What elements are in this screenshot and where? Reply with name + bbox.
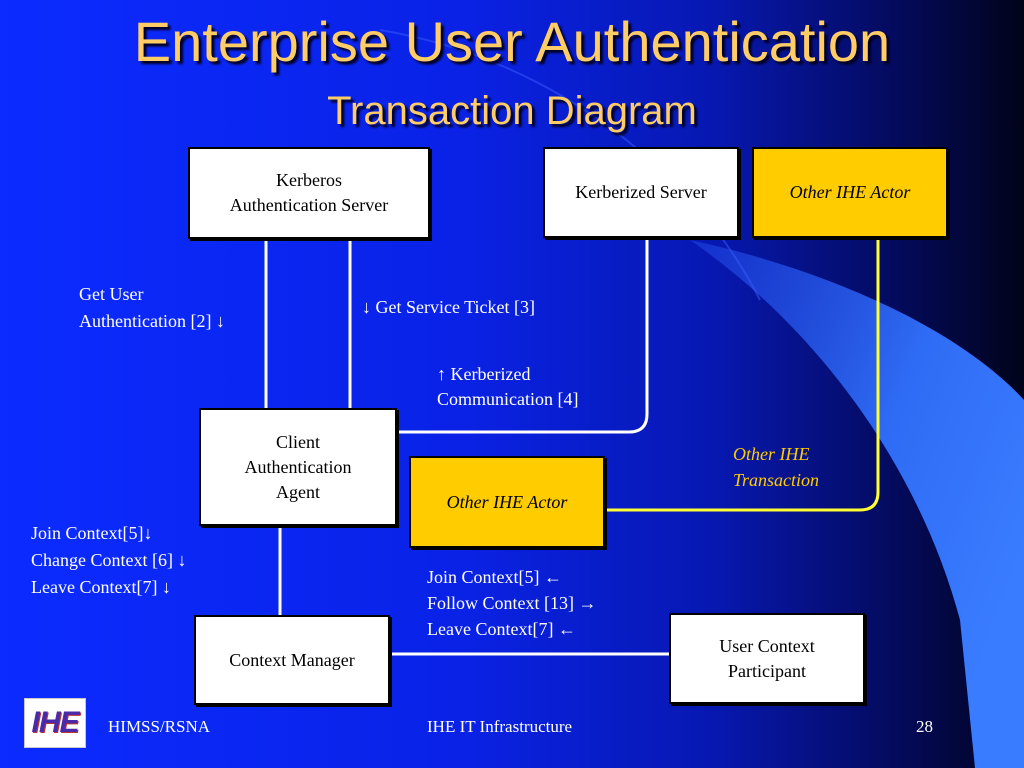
- kerberos-authentication-server: Kerberos Authentication Server: [188, 147, 430, 239]
- other-ihe-actor-top: Other IHE Actor: [752, 147, 948, 238]
- page-subtitle: Transaction Diagram: [327, 89, 697, 133]
- footer-center: IHE IT Infrastructure: [427, 717, 573, 736]
- other-ihe-actor-middle: Other IHE Actor: [409, 456, 605, 548]
- user-context-participant: User Context Participant: [669, 613, 865, 704]
- label-kerberized-communication: ↑ Kerberized Communication [4]: [437, 364, 579, 409]
- page-number: 28: [916, 717, 933, 736]
- label-client-context-transactions: Join Context[5]↓ Change Context [6] ↓ Le…: [31, 523, 187, 597]
- client-authentication-agent: Client Authentication Agent: [199, 408, 397, 526]
- label-get-service-ticket: ↓ Get Service Ticket [3]: [362, 297, 535, 317]
- line-kerberized-communication: [396, 238, 649, 434]
- label-other-ihe-transaction: Other IHE Transaction: [733, 444, 820, 490]
- label-participant-context-transactions: Join Context[5] ← Follow Context [13] → …: [427, 567, 597, 639]
- ihe-logo: IHE: [24, 698, 86, 748]
- footer-left: HIMSS/RSNA: [108, 717, 211, 736]
- context-manager: Context Manager: [194, 615, 390, 705]
- label-get-user-authentication: Get User Authentication [2] ↓: [79, 284, 225, 331]
- line-other-ihe-transaction: [604, 238, 880, 512]
- kerberized-server: Kerberized Server: [543, 147, 739, 238]
- page-title: Enterprise User Authentication: [133, 10, 891, 73]
